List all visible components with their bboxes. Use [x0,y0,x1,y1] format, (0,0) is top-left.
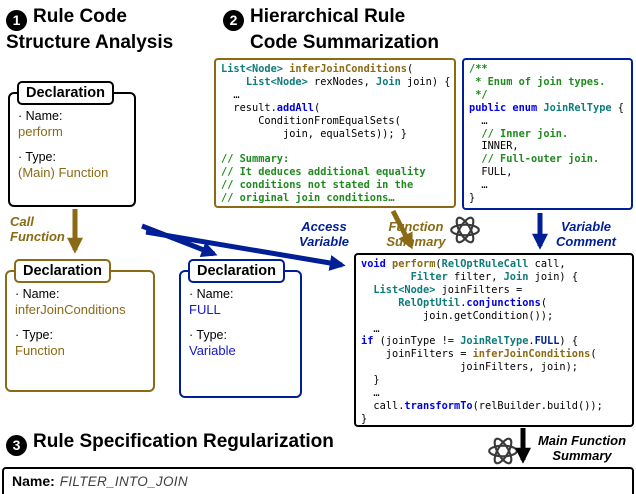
section-3-number-badge: 3 [6,434,27,456]
code-line: } [361,412,368,425]
full-type-value: Variable [189,343,236,358]
code-line: … [469,114,488,127]
section-1-title-line1: Rule Code [33,6,127,27]
code-line: Filter filter, Join join) { [410,270,579,283]
code-box-perform: void perform(RelOptRuleCall call, Filter… [354,253,634,427]
declaration-box-full: Declaration · Name: FULL · Type: Variabl… [179,259,302,398]
code-line: public enum JoinRelType { [469,101,625,114]
perform-name-value: perform [18,124,63,139]
declaration-box-inferjoinconditions-title: Declaration [14,259,111,283]
code-line: // Full-outer join. [469,153,600,166]
code-line: joinFilters = inferJoinConditions( [361,348,597,361]
full-name-value: FULL [189,302,221,317]
code-line: … [361,387,380,400]
code-line [221,140,449,153]
section-1-header: 1 Rule Code Structure Analysis [6,5,173,55]
code-line: List<Node> inferJoinConditions( [221,63,414,75]
code-box-inferjoinconditions: List<Node> inferJoinConditions( List<Nod… [214,58,456,208]
code-line: FULL, [469,166,513,179]
code-line: call.transformTo(relBuilder.build()); [361,399,603,412]
section-2-number-badge: 2 [223,9,244,31]
code-line: void perform(RelOptRuleCall call, [361,258,566,270]
openai-llm-icon [448,213,482,252]
edge-label-function-summary: Function Summary [386,219,446,249]
code-line: } [469,192,476,205]
code-line: if (joinType != JoinRelType.FULL) { [361,335,579,348]
full-name-label: · Name: [189,287,234,301]
section-2-title-line1: Hierarchical Rule [250,6,406,27]
infer-type-value: Function [15,343,65,358]
declaration-box-perform-title: Declaration [17,81,114,105]
edge-label-variable-comment: Variable Comment [556,219,616,249]
code-line: joinFilters, join); [361,361,578,374]
code-line: * Enum of join types. [469,75,606,88]
infer-name-label: · Name: [15,287,60,301]
perform-type-value: (Main) Function [18,165,109,180]
code-line: // Summary: [221,153,290,166]
rule-spec-name-value: FILTER_INTO_JOIN [59,474,188,489]
infer-type-label: · Type: [15,328,53,342]
openai-llm-icon-glyph [450,216,480,244]
code-line: join, equalSets)); } [221,127,407,140]
declaration-box-inferjoinconditions: Declaration · Name: inferJoinConditions … [5,259,155,392]
code-line: // Inner join. [469,127,569,140]
full-type-label: · Type: [189,328,227,342]
code-line: ConditionFromEqualSets( [221,114,401,127]
section-3-title: Rule Specification Regularization [33,431,334,452]
code-line: result.addAll( [221,101,321,114]
code-line: /** [469,63,488,75]
section-1-title-line2: Structure Analysis [6,31,174,53]
code-line: RelOptUtil.conjunctions( [398,296,548,309]
code-line: // conditions not stated in the [221,179,414,192]
section-2-title-line2: Code Summarization [250,31,439,53]
declaration-box-full-title: Declaration [188,259,285,283]
infer-name-value: inferJoinConditions [15,302,126,317]
arrow-access-variable-to-decl [141,223,218,258]
rule-spec-box: Name: FILTER_INTO_JOIN [2,467,634,494]
perform-type-label: · Type: [18,150,56,164]
edge-label-call-function: Call Function [10,214,65,244]
code-line: INNER, [469,140,519,153]
edge-label-access-variable: Access Variable [298,219,350,249]
code-line: // It deduces additional equality [221,166,426,179]
code-line: // original join conditions… [221,192,395,205]
perform-name-label: · Name: [18,109,63,123]
code-line: … [469,179,488,192]
section-1-number-badge: 1 [6,9,27,31]
code-line: */ [469,88,488,101]
code-line: … [221,88,240,101]
openai-llm-icon-glyph [488,437,518,465]
edge-label-main-function-summary: Main Function Summary [537,433,627,463]
rule-spec-name-label: Name: [12,473,55,489]
code-line: List<Node> rexNodes, Join join) { [245,75,451,88]
declaration-box-perform: Declaration · Name: perform · Type: (Mai… [8,81,136,207]
code-line: List<Node> joinFilters = [373,283,523,296]
section-2-header: 2 Hierarchical Rule Code Summarization [223,5,439,55]
code-line: } [361,374,380,387]
code-line: … [361,322,380,335]
code-line: join.getCondition()); [361,309,554,322]
code-box-joinreltype-enum: /** * Enum of join types. */public enum … [462,58,633,210]
section-3-header: 3 Rule Specification Regularization [6,430,334,456]
